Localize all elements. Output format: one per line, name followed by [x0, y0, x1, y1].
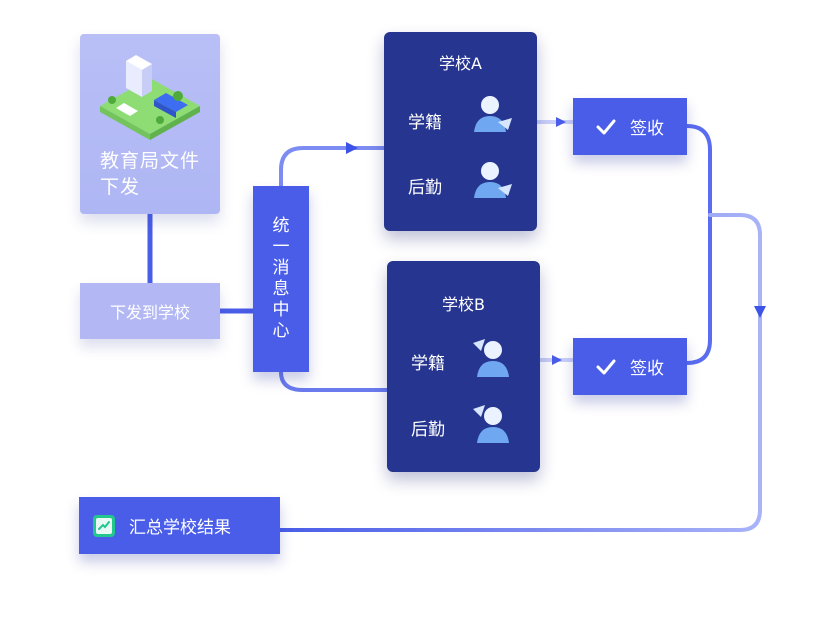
summary-label: 汇总学校结果 [129, 518, 231, 538]
school-b-row-enrollment: 学籍 [411, 354, 445, 374]
school-b-title: 学校B [442, 295, 485, 314]
source-card: 教育局文件下发 [80, 34, 220, 214]
school-a-card: 学校A 学籍 后勤 [384, 32, 537, 231]
hub-char-5: 中 [272, 300, 290, 320]
user-avatar-icon [473, 405, 509, 443]
sign-receipt-b: 签收 [573, 338, 687, 395]
school-b-card: 学校B 学籍 后勤 [387, 261, 540, 472]
school-a-title: 学校A [439, 54, 482, 73]
check-icon [596, 119, 616, 134]
check-icon [596, 359, 616, 374]
sign-receipt-a: 签收 [573, 98, 687, 155]
arrowhead-school-a [346, 142, 358, 154]
hub-char-3: 消 [272, 258, 290, 278]
dispatch-to-school-box: 下发到学校 [80, 283, 220, 339]
campus-illustration-icon [100, 55, 200, 140]
user-avatar-icon [474, 162, 512, 198]
connector-sign-b-up [685, 213, 712, 365]
hub-char-2: 一 [272, 237, 290, 257]
connector-merge [278, 213, 762, 532]
school-a-row-logistics: 后勤 [408, 178, 442, 198]
connector-sign-a-down [685, 124, 712, 217]
school-b-row-logistics: 后勤 [411, 420, 445, 440]
user-avatar-icon [474, 96, 512, 132]
dispatch-label: 下发到学校 [109, 303, 190, 322]
sign-b-label: 签收 [630, 359, 664, 379]
hub-char-4: 息 [272, 279, 290, 299]
connector-hub-school-b [279, 370, 389, 392]
school-a-row-enrollment: 学籍 [408, 113, 442, 133]
arrowhead-merge [754, 306, 766, 318]
sign-a-label: 签收 [630, 119, 664, 139]
user-avatar-icon [473, 339, 509, 377]
hub-char-6: 心 [272, 321, 290, 341]
connector-hub-school-a [279, 146, 386, 188]
summary-results-box: 汇总学校结果 [79, 497, 280, 554]
source-card-label: 教育局文件下发 [100, 150, 201, 198]
unified-message-center: 统 一 消 息 中 心 [253, 186, 309, 372]
arrowhead-sign-a [556, 117, 566, 127]
arrowhead-sign-b [552, 355, 562, 365]
chart-icon [93, 514, 115, 537]
hub-char-1: 统 [272, 216, 290, 236]
